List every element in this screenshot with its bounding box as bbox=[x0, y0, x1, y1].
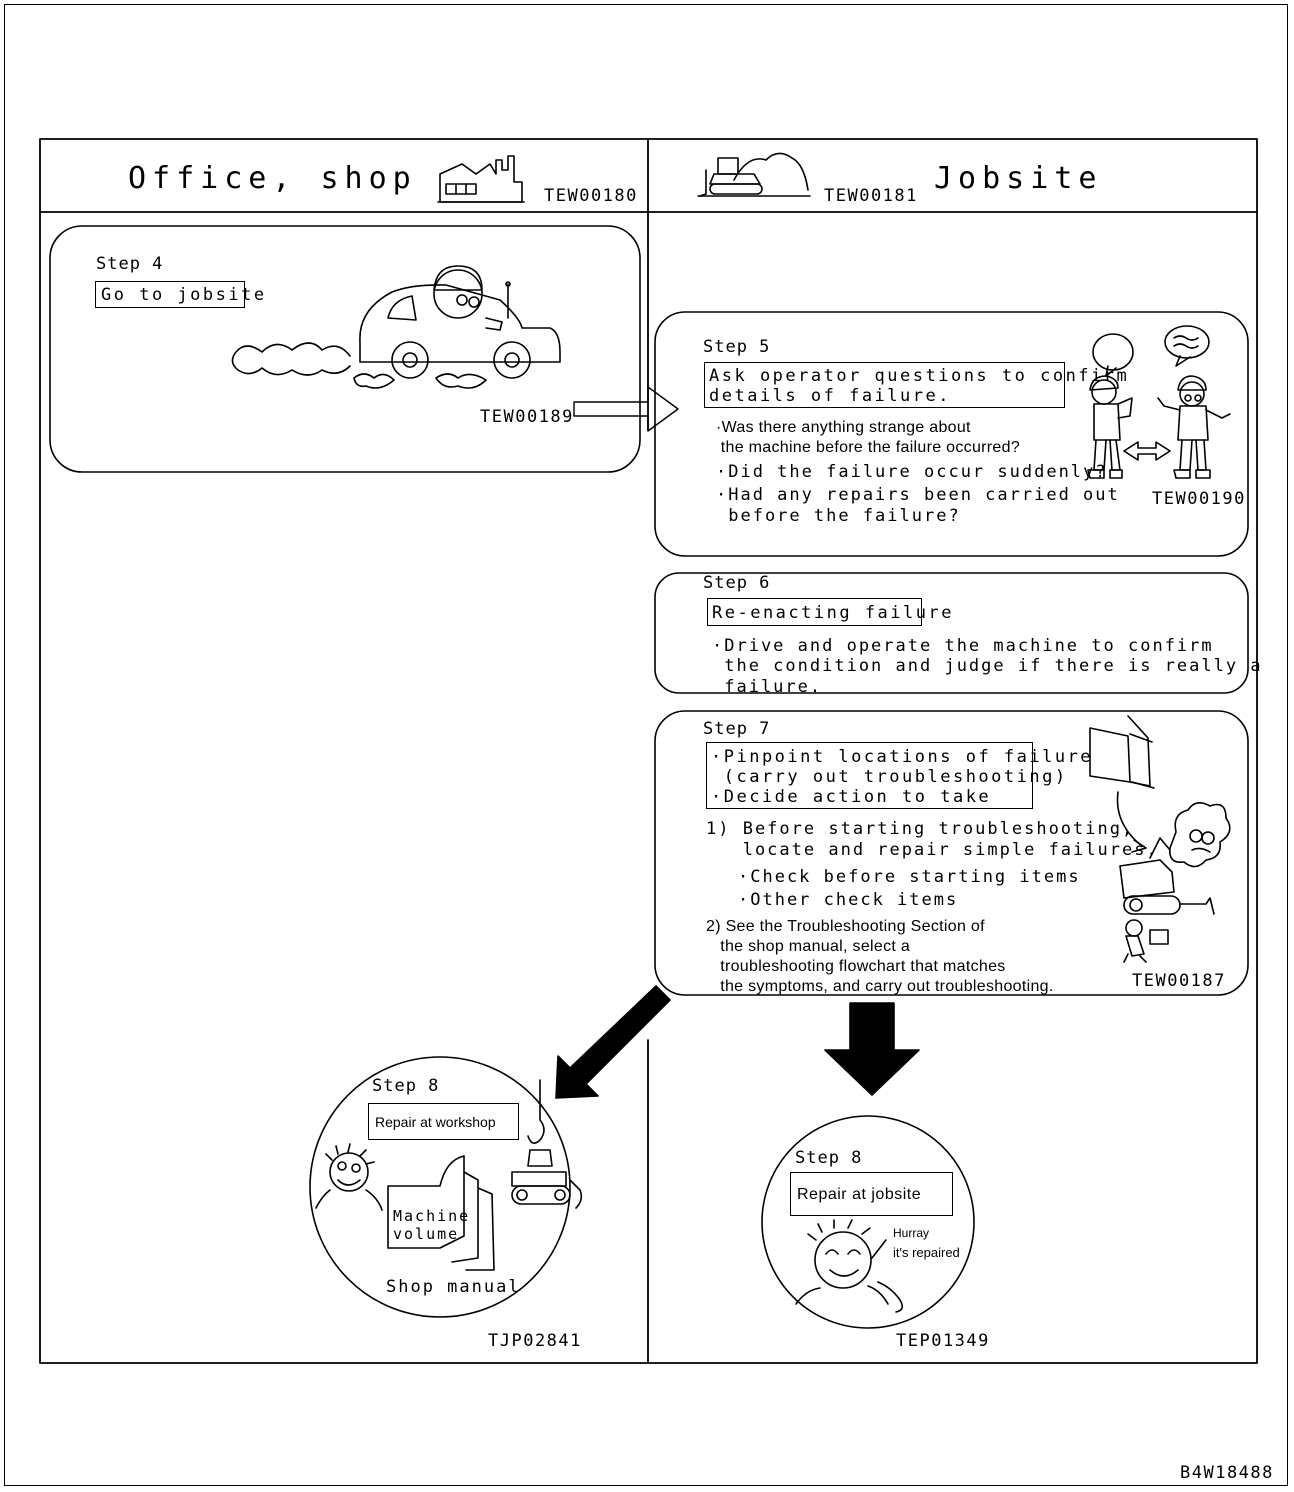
step4-code: TEW00189 bbox=[480, 409, 574, 426]
step5-box-line2: details of failure. bbox=[709, 386, 951, 406]
step5-box-line1: Ask operator questions to confirm bbox=[709, 366, 1129, 386]
step5-item1-line1: ·Was there anything strange about bbox=[716, 418, 971, 438]
step8-workshop-box: Repair at workshop bbox=[368, 1103, 519, 1140]
header-jobsite-code: TEW00181 bbox=[824, 188, 918, 205]
step7-box-line2: (carry out troubleshooting) bbox=[711, 767, 1068, 787]
step5-label: Step 5 bbox=[703, 339, 770, 356]
interview-illustration bbox=[1088, 326, 1230, 478]
step4-label: Step 4 bbox=[96, 256, 163, 273]
step7-item2-line4: the symptoms, and carry out troubleshoot… bbox=[706, 977, 1054, 997]
step6-box: Re-enacting failure bbox=[707, 598, 922, 626]
step7-box-line1: ·Pinpoint locations of failure bbox=[711, 747, 1093, 767]
step6-box-text: Re-enacting failure bbox=[712, 603, 954, 623]
step5-item3-line2: before the failure? bbox=[716, 506, 961, 527]
outline-arrow-right bbox=[574, 387, 678, 431]
speech-line1: Hurray bbox=[893, 1227, 929, 1239]
figure-code: B4W18488 bbox=[1180, 1465, 1274, 1482]
step7-box: ·Pinpoint locations of failure (carry ou… bbox=[706, 742, 1033, 809]
step5-code: TEW00190 bbox=[1152, 491, 1246, 508]
arrow-to-workshop bbox=[556, 986, 670, 1098]
header-office-code: TEW00180 bbox=[544, 188, 638, 205]
step7-item2-line2: the shop manual, select a bbox=[706, 937, 910, 957]
step6-label: Step 6 bbox=[703, 575, 770, 592]
step5-box: Ask operator questions to confirm detail… bbox=[704, 362, 1065, 408]
jobsite-illustration bbox=[796, 1220, 902, 1312]
step5-item2: ·Did the failure occur suddenly? bbox=[716, 462, 1108, 483]
step7-label: Step 7 bbox=[703, 721, 770, 738]
step8-workshop-label: Step 8 bbox=[372, 1078, 439, 1095]
step7-item1-line2: locate and repair simple failures. bbox=[706, 840, 1159, 861]
step8-workshop-code: TJP02841 bbox=[488, 1333, 582, 1350]
jobsite-circle bbox=[762, 1116, 974, 1328]
step6-line2: the condition and judge if there is real… bbox=[712, 656, 1263, 677]
step8-jobsite-code: TEP01349 bbox=[896, 1333, 990, 1350]
car-illustration bbox=[232, 266, 560, 388]
bulldozer-hills-icon bbox=[698, 153, 810, 196]
step7-item2-line1: 2) See the Troubleshooting Section of bbox=[706, 917, 985, 937]
step5-item1-line2: the machine before the failure occurred? bbox=[716, 438, 1020, 458]
shop-manual-caption: Shop manual bbox=[386, 1279, 521, 1296]
step7-code: TEW00187 bbox=[1132, 973, 1226, 990]
step8-jobsite-box: Repair at jobsite bbox=[790, 1172, 953, 1216]
step8-jobsite-label: Step 8 bbox=[795, 1150, 862, 1167]
arrow-to-jobsite bbox=[825, 1003, 919, 1095]
step7-item1-line1: 1) Before starting troubleshooting, bbox=[706, 819, 1134, 840]
step8-workshop-box-text: Repair at workshop bbox=[375, 1115, 496, 1129]
step6-line3: failure. bbox=[712, 677, 822, 698]
step6-line1: ·Drive and operate the machine to confir… bbox=[712, 636, 1214, 657]
header-jobsite: Jobsite bbox=[934, 164, 1102, 194]
step7-sub2: ·Other check items bbox=[738, 890, 958, 911]
step8-jobsite-box-text: Repair at jobsite bbox=[797, 1187, 921, 1203]
speech-line2: it's repaired bbox=[893, 1246, 960, 1259]
step7-sub1: ·Check before starting items bbox=[738, 867, 1081, 888]
book-title-line1: Machine bbox=[393, 1208, 470, 1225]
header-office-shop: Office, shop bbox=[128, 164, 417, 194]
book-title-line2: volume bbox=[393, 1226, 459, 1243]
step7-box-line3: ·Decide action to take bbox=[711, 787, 991, 807]
step5-item3-line1: ·Had any repairs been carried out bbox=[716, 485, 1120, 506]
factory-icon bbox=[438, 156, 524, 202]
step4-box-text: Go to jobsite bbox=[101, 285, 267, 305]
step7-item2-line3: troubleshooting flowchart that matches bbox=[706, 957, 1006, 977]
step4-box: Go to jobsite bbox=[95, 281, 245, 308]
